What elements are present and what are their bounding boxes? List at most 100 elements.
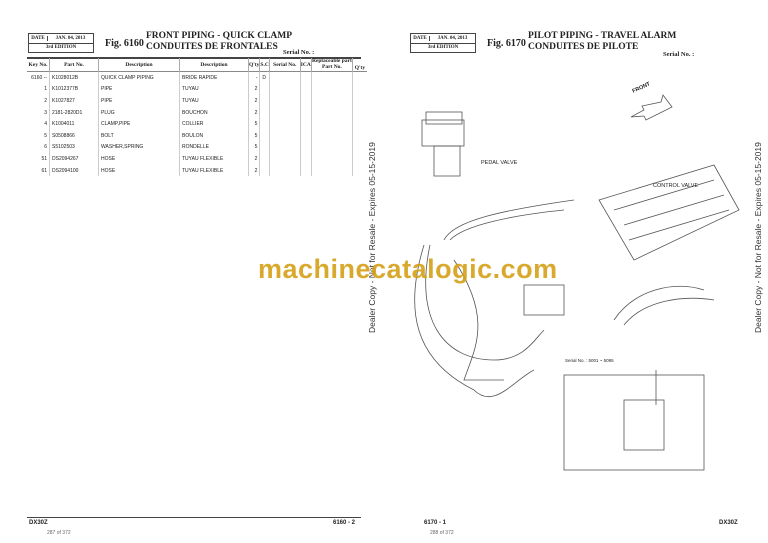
cell-desc_fr: TUYAU FLEXIBLE bbox=[179, 164, 249, 177]
parts-table: Key No. Part No. Description Description… bbox=[27, 58, 367, 177]
cell-key: 1 bbox=[44, 86, 47, 93]
cell-part: K1027827 bbox=[49, 95, 99, 107]
cell-key: 6160 -- bbox=[31, 74, 47, 81]
title-en: PILOT PIPING - TRAVEL ALARM bbox=[528, 31, 677, 41]
cell-empty bbox=[351, 118, 367, 130]
cell-empty bbox=[351, 95, 367, 107]
cell-empty bbox=[299, 164, 312, 177]
cell-key: 5 bbox=[44, 132, 47, 139]
col-qty: Q'ty bbox=[247, 58, 260, 72]
cell-empty bbox=[351, 83, 367, 96]
cell-empty bbox=[299, 95, 312, 107]
hose bbox=[414, 244, 535, 397]
cell-sc bbox=[259, 129, 270, 142]
edition: 3rd EDITION bbox=[45, 45, 77, 50]
cell-qty: 2 bbox=[247, 95, 260, 107]
cell-empty bbox=[299, 83, 312, 96]
cell-qty: 2 bbox=[247, 153, 260, 165]
cell-empty bbox=[299, 141, 312, 154]
cell-key: 3 bbox=[44, 109, 47, 116]
cell-empty bbox=[310, 153, 353, 165]
cell-empty bbox=[268, 83, 301, 96]
col-rqty: Q'ty bbox=[351, 58, 367, 72]
cell-empty bbox=[299, 129, 312, 142]
cell-part: K1012377B bbox=[49, 83, 99, 96]
cell-desc: PLUG bbox=[98, 106, 180, 119]
footer-model-right: DX30Z bbox=[719, 520, 738, 526]
cell-empty bbox=[351, 164, 367, 177]
cell-empty bbox=[299, 118, 312, 130]
cell-empty bbox=[351, 106, 367, 119]
cell-desc_fr: RONDELLE bbox=[179, 141, 249, 154]
control-valve-spools bbox=[613, 179, 730, 241]
title-en: FRONT PIPING - QUICK CLAMP bbox=[146, 31, 293, 41]
hose bbox=[453, 259, 504, 381]
cell-empty bbox=[351, 153, 367, 165]
hose bbox=[425, 244, 545, 361]
cell-part: S5102503 bbox=[49, 141, 99, 154]
cell-desc_fr: TUYAU bbox=[179, 83, 249, 96]
cell-key: 2 bbox=[44, 97, 47, 104]
hose bbox=[449, 209, 565, 241]
pedal-valve-base bbox=[433, 145, 461, 177]
serial-detail-box bbox=[563, 374, 705, 471]
watermark-logo: machinecatalogic.com bbox=[258, 254, 558, 284]
cell-empty bbox=[310, 129, 353, 142]
date-label: DATE bbox=[29, 36, 48, 41]
cell-empty bbox=[310, 164, 353, 177]
col-desc-fr: Description bbox=[179, 58, 249, 72]
control-valve bbox=[598, 164, 740, 261]
cell-empty bbox=[268, 118, 301, 130]
cell-empty bbox=[268, 106, 301, 119]
cell-sc bbox=[259, 164, 270, 177]
cell-desc: WASHER,SPRING bbox=[98, 141, 180, 154]
page-title-right: PILOT PIPING - TRAVEL ALARM CONDUITES DE… bbox=[528, 31, 676, 53]
col-part: Part No. bbox=[49, 58, 99, 72]
fig-number-right: Fig. 6170 bbox=[487, 38, 526, 49]
cell-sc bbox=[259, 106, 270, 119]
hose bbox=[623, 297, 715, 326]
col-ica: ICA bbox=[299, 58, 312, 72]
cell-empty bbox=[310, 106, 353, 119]
cell-desc: PIPE bbox=[98, 83, 180, 96]
cell-empty bbox=[351, 129, 367, 142]
hose bbox=[613, 285, 705, 321]
cell-empty bbox=[351, 71, 367, 84]
front-arrow-icon bbox=[630, 94, 673, 121]
serial-label: Serial No. : bbox=[283, 49, 315, 56]
cell-desc_fr: BRIDE RAPIDE bbox=[179, 71, 249, 84]
title-fr: CONDUITES DE PILOTE bbox=[528, 42, 639, 52]
cell-sc bbox=[259, 118, 270, 130]
cell-empty bbox=[310, 118, 353, 130]
col-desc: Description bbox=[98, 58, 180, 72]
fig-number: Fig. 6160 bbox=[105, 38, 144, 49]
cell-desc_fr: BOULON bbox=[179, 129, 249, 142]
cell-empty bbox=[268, 71, 301, 84]
serial-label-right: Serial No. : bbox=[663, 51, 695, 58]
page-count: 287 of 372 bbox=[47, 530, 71, 536]
cell-qty: 2 bbox=[247, 106, 260, 119]
cell-empty bbox=[299, 71, 312, 84]
cell-key: 4 bbox=[44, 121, 47, 128]
cell-empty bbox=[310, 83, 353, 96]
footer-page: 6160 - 2 bbox=[333, 520, 356, 526]
date-label: DATE bbox=[411, 36, 430, 41]
cell-empty bbox=[268, 164, 301, 177]
watermark-right: Dealer Copy - Not for Resale - Expires 0… bbox=[753, 142, 763, 333]
control-valve-label: CONTROL VALVE bbox=[653, 183, 699, 189]
cell-empty bbox=[310, 141, 353, 154]
cell-empty bbox=[268, 129, 301, 142]
cell-qty: 5 bbox=[247, 141, 260, 154]
cell-empty bbox=[299, 153, 312, 165]
page-count-right: 288 of 372 bbox=[430, 530, 454, 536]
cell-desc_fr: TUYAU bbox=[179, 95, 249, 107]
watermark-left: Dealer Copy - Not for Resale - Expires 0… bbox=[367, 142, 377, 333]
footer-page-right: 6170 - 1 bbox=[424, 520, 447, 526]
